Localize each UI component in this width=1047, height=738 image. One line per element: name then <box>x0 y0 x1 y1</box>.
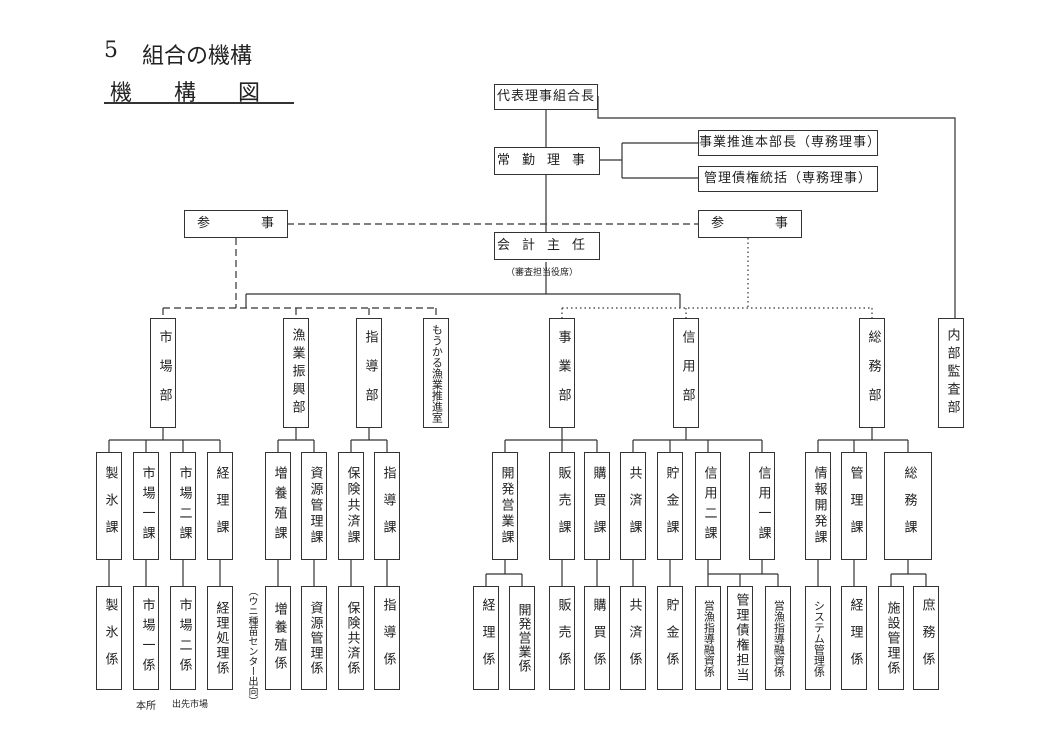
accountant-note: （審査担当役席） <box>506 268 579 278</box>
page-title: 組合の機構 <box>142 44 253 69</box>
advisor-right-char2: 事 <box>774 215 789 231</box>
box-accountant: 会計主任 <box>494 232 600 260</box>
unit-accounting-2: 経理係 <box>841 586 867 690</box>
section-purchasing: 購買課 <box>584 452 610 560</box>
section-general-affairs: 総務課 <box>884 452 932 560</box>
unit-aquaculture: 増養殖係 <box>265 586 291 690</box>
section-credit-1: 信用一課 <box>749 452 775 560</box>
dept-general-affairs: 総務部 <box>859 318 885 428</box>
section-mutual-aid: 共済課 <box>620 452 646 560</box>
note-urchin-center: （ウニ種苗センター出向） <box>246 586 257 706</box>
box-advisor-left: 参 事 <box>184 210 288 238</box>
unit-accounting: 経理係 <box>473 586 499 690</box>
section-number: 5 <box>104 38 118 63</box>
dept-market: 市場部 <box>150 318 176 428</box>
advisor-left-char1: 参 <box>197 215 212 231</box>
section-market-1: 市場一課 <box>133 452 159 560</box>
section-sales: 販売課 <box>549 452 575 560</box>
section-ice-making: 製氷課 <box>96 452 122 560</box>
unit-purchasing: 購買係 <box>584 586 610 690</box>
unit-ice-making: 製氷係 <box>96 586 122 690</box>
section-accounting: 経理課 <box>207 452 233 560</box>
unit-sales: 販売係 <box>549 586 575 690</box>
unit-savings: 貯金係 <box>657 586 683 690</box>
unit-claims-management: 管理債権担当 <box>727 586 753 690</box>
box-fulltime-director: 常勤理事 <box>494 147 600 175</box>
advisor-left-char2: 事 <box>260 215 275 231</box>
unit-development-sales: 開発営業係 <box>509 586 535 690</box>
box-president: 代表理事組合長 <box>494 84 598 110</box>
note-head-office: 本所 <box>136 701 156 712</box>
unit-insurance: 保険共済係 <box>338 586 364 690</box>
dept-profit-promotion: もうかる漁業推進室 <box>423 318 449 428</box>
section-guidance: 指導課 <box>374 452 400 560</box>
dept-business: 事業部 <box>549 318 575 428</box>
section-info-development: 情報開発課 <box>805 452 831 560</box>
unit-guidance: 指導係 <box>374 586 400 690</box>
section-development-sales: 開発営業課 <box>492 452 518 560</box>
box-claims-manager: 管理債権統括（専務理事） <box>698 166 878 192</box>
dept-internal-audit: 内部監査部 <box>938 318 964 428</box>
unit-clerical: 庶務係 <box>913 586 939 690</box>
section-credit-2: 信用二課 <box>695 452 721 560</box>
box-advisor-right: 参 事 <box>698 210 802 238</box>
unit-market-2: 市場二係 <box>170 586 196 690</box>
unit-accounting-processing: 経理処理係 <box>207 586 233 690</box>
section-aquaculture: 増養殖課 <box>265 452 291 560</box>
accountant-label: 会計主任 <box>496 237 597 253</box>
note-branch-market: 出先市場 <box>172 700 209 710</box>
unit-fishing-loan-1: 営漁指導融資係 <box>695 586 721 690</box>
unit-system-management: システム管理係 <box>805 586 831 690</box>
dept-guidance: 指導部 <box>356 318 382 428</box>
section-market-2: 市場二課 <box>170 452 196 560</box>
unit-mutual-aid: 共済係 <box>620 586 646 690</box>
fulltime-label: 常勤理事 <box>496 152 597 168</box>
unit-fishing-loan-2: 営漁指導融資係 <box>765 586 791 690</box>
dept-credit: 信用部 <box>673 318 699 428</box>
box-business-promotion-head: 事業推進本部長（専務理事） <box>698 130 880 156</box>
diagram-subtitle: 機構図 <box>110 81 303 106</box>
advisor-right-char1: 参 <box>711 215 726 231</box>
unit-market-1: 市場一係 <box>133 586 159 690</box>
section-savings: 貯金課 <box>657 452 683 560</box>
section-resource-management: 資源管理課 <box>301 452 327 560</box>
unit-facility-management: 施設管理係 <box>878 586 904 690</box>
dept-fishery-promotion: 漁業振興部 <box>283 318 309 428</box>
section-insurance: 保険共済課 <box>338 452 364 560</box>
section-management: 管理課 <box>841 452 867 560</box>
unit-resource-management: 資源管理係 <box>301 586 327 690</box>
subtitle-underline <box>104 102 294 104</box>
